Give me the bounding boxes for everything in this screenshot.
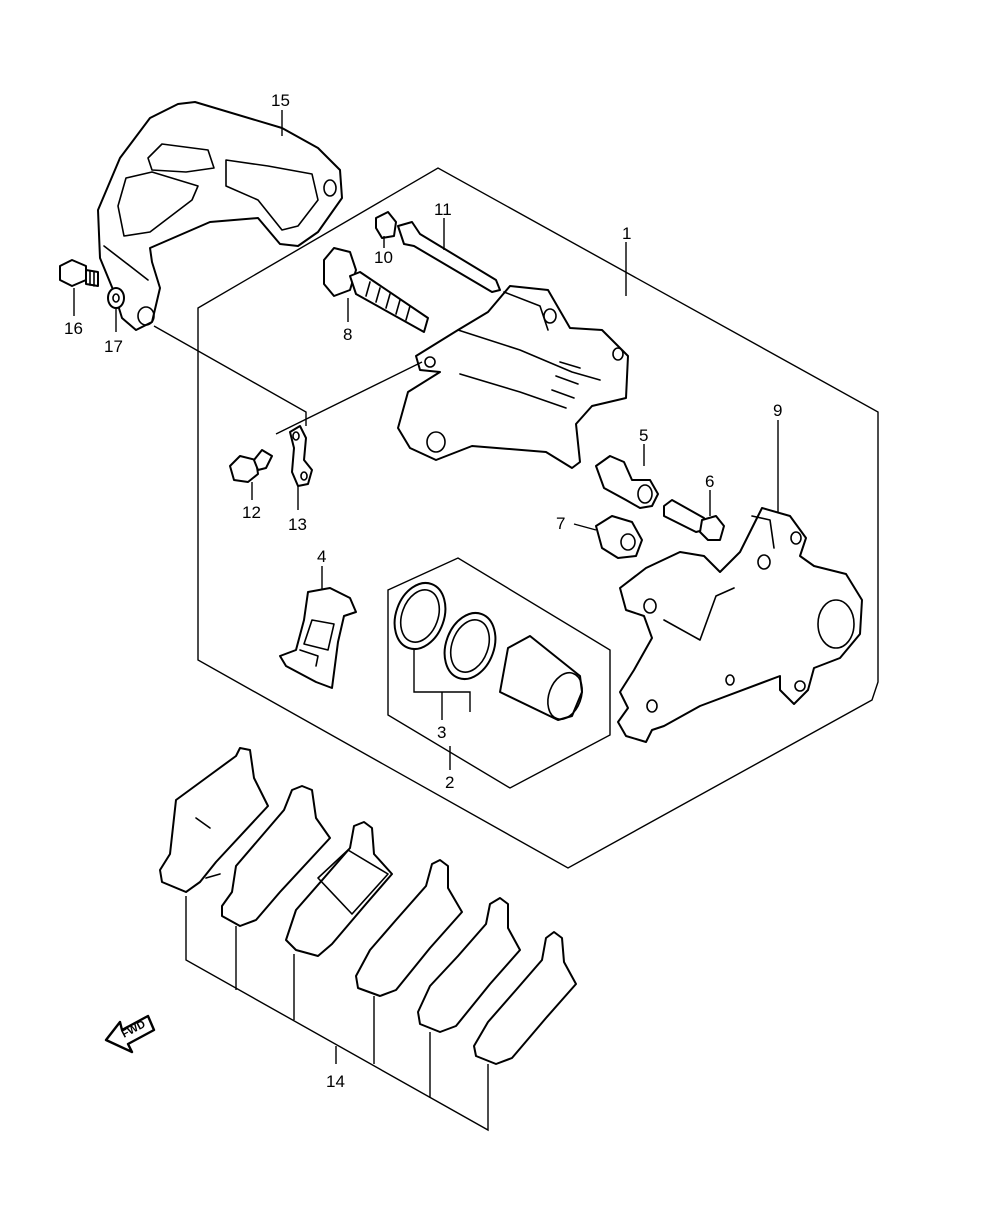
boot-part-10 <box>375 211 397 239</box>
disc-guard-part-15 <box>97 101 343 331</box>
callout-7: 7 <box>556 514 565 533</box>
washer-part-17 <box>107 287 125 309</box>
callout-10: 10 <box>374 248 393 267</box>
forward-direction-badge: FWD <box>104 1014 156 1054</box>
piston <box>499 635 583 721</box>
plate-part-13 <box>289 425 313 487</box>
callout-5: 5 <box>639 426 648 445</box>
callout-12: 12 <box>242 503 261 522</box>
seal-part-3-outer <box>393 582 447 650</box>
callout-6: 6 <box>705 472 714 491</box>
kit-outline-2 <box>387 557 611 789</box>
callout-13: 13 <box>288 515 307 534</box>
callout-1: 1 <box>622 224 631 243</box>
callout-11: 11 <box>434 200 452 219</box>
forward-arrow-icon <box>104 1014 156 1054</box>
boot-part-7 <box>595 515 643 559</box>
leader-lines <box>73 110 779 1132</box>
sleeve-part-5 <box>595 455 659 509</box>
caliper-body <box>397 285 629 469</box>
assembly-outline-1 <box>197 167 879 869</box>
bolt-part-6 <box>663 499 725 541</box>
bolt-part-16 <box>59 259 99 287</box>
bracket-part-9 <box>617 507 863 743</box>
callout-15: 15 <box>271 91 290 110</box>
pin-part-11 <box>397 221 501 293</box>
callout-4: 4 <box>317 547 326 566</box>
callout-9: 9 <box>773 401 782 420</box>
seal-part-3-inner <box>443 612 497 680</box>
brake-pads-part-14 <box>159 747 577 1065</box>
callout-16: 16 <box>64 319 83 338</box>
callout-3: 3 <box>437 723 446 742</box>
bleeder-part-12 <box>229 449 273 483</box>
callout-17: 17 <box>104 337 123 356</box>
callout-8: 8 <box>343 325 352 344</box>
pad-spring-part-4 <box>279 587 357 689</box>
callout-14: 14 <box>326 1072 345 1091</box>
callout-2: 2 <box>445 773 454 792</box>
bolt-part-8 <box>323 247 429 333</box>
